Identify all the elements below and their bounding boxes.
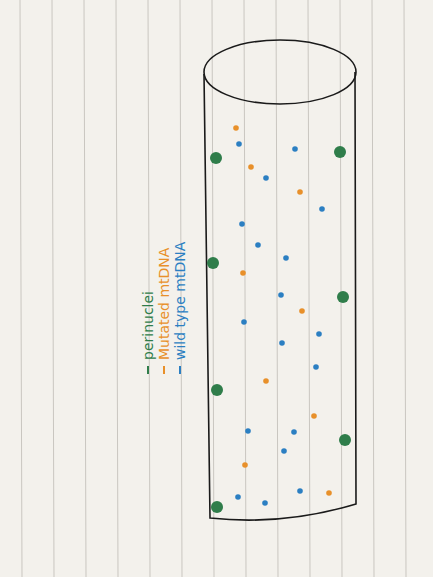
- legend-swatch: [179, 366, 181, 374]
- legend-swatch: [147, 366, 149, 374]
- dot: [245, 428, 251, 434]
- legend-swatch: [163, 366, 165, 374]
- ruled-line: [148, 0, 150, 577]
- dot: [311, 413, 317, 419]
- fibre-outline: [204, 72, 356, 520]
- ruled-line: [276, 0, 278, 577]
- dot: [313, 364, 319, 370]
- dot: [210, 152, 222, 164]
- legend-label: perinuclei: [140, 291, 156, 360]
- ruled-line: [84, 0, 86, 577]
- legend-item: Mutated mtDNA: [156, 242, 172, 374]
- ruled-line: [404, 0, 406, 577]
- dot: [292, 146, 298, 152]
- legend-item: perinuclei: [140, 242, 156, 374]
- legend: perinucleiMutated mtDNAwild type mtDNA: [140, 242, 188, 374]
- ruled-line: [244, 0, 246, 577]
- dot: [255, 242, 261, 248]
- dot: [279, 340, 285, 346]
- dot: [299, 308, 305, 314]
- fibre-top: [204, 40, 356, 104]
- dot: [242, 462, 248, 468]
- dot: [262, 500, 268, 506]
- dot: [263, 378, 269, 384]
- ruled-line: [52, 0, 54, 577]
- muscle-fibre: [204, 40, 356, 520]
- dot: [207, 257, 219, 269]
- ruled-line: [340, 0, 342, 577]
- dot: [241, 319, 247, 325]
- dot: [334, 146, 346, 158]
- dot: [316, 331, 322, 337]
- dot: [240, 270, 246, 276]
- dot: [297, 488, 303, 494]
- dot: [281, 448, 287, 454]
- legend-item: wild type mtDNA: [172, 242, 188, 374]
- dot: [211, 384, 223, 396]
- dot: [339, 434, 351, 446]
- ruled-line: [308, 0, 310, 577]
- dot: [248, 164, 254, 170]
- ruled-line: [116, 0, 118, 577]
- dot: [319, 206, 325, 212]
- dot: [236, 141, 242, 147]
- legend-label: Mutated mtDNA: [156, 248, 172, 360]
- dot: [283, 255, 289, 261]
- legend-label: wild type mtDNA: [172, 242, 188, 360]
- dot: [291, 429, 297, 435]
- ruled-line: [372, 0, 374, 577]
- dot: [337, 291, 349, 303]
- ruled-line: [20, 0, 22, 577]
- dot: [211, 501, 223, 513]
- dot: [235, 494, 241, 500]
- dot: [263, 175, 269, 181]
- dot: [233, 125, 239, 131]
- dot: [326, 490, 332, 496]
- dot: [239, 221, 245, 227]
- dot: [297, 189, 303, 195]
- dot: [278, 292, 284, 298]
